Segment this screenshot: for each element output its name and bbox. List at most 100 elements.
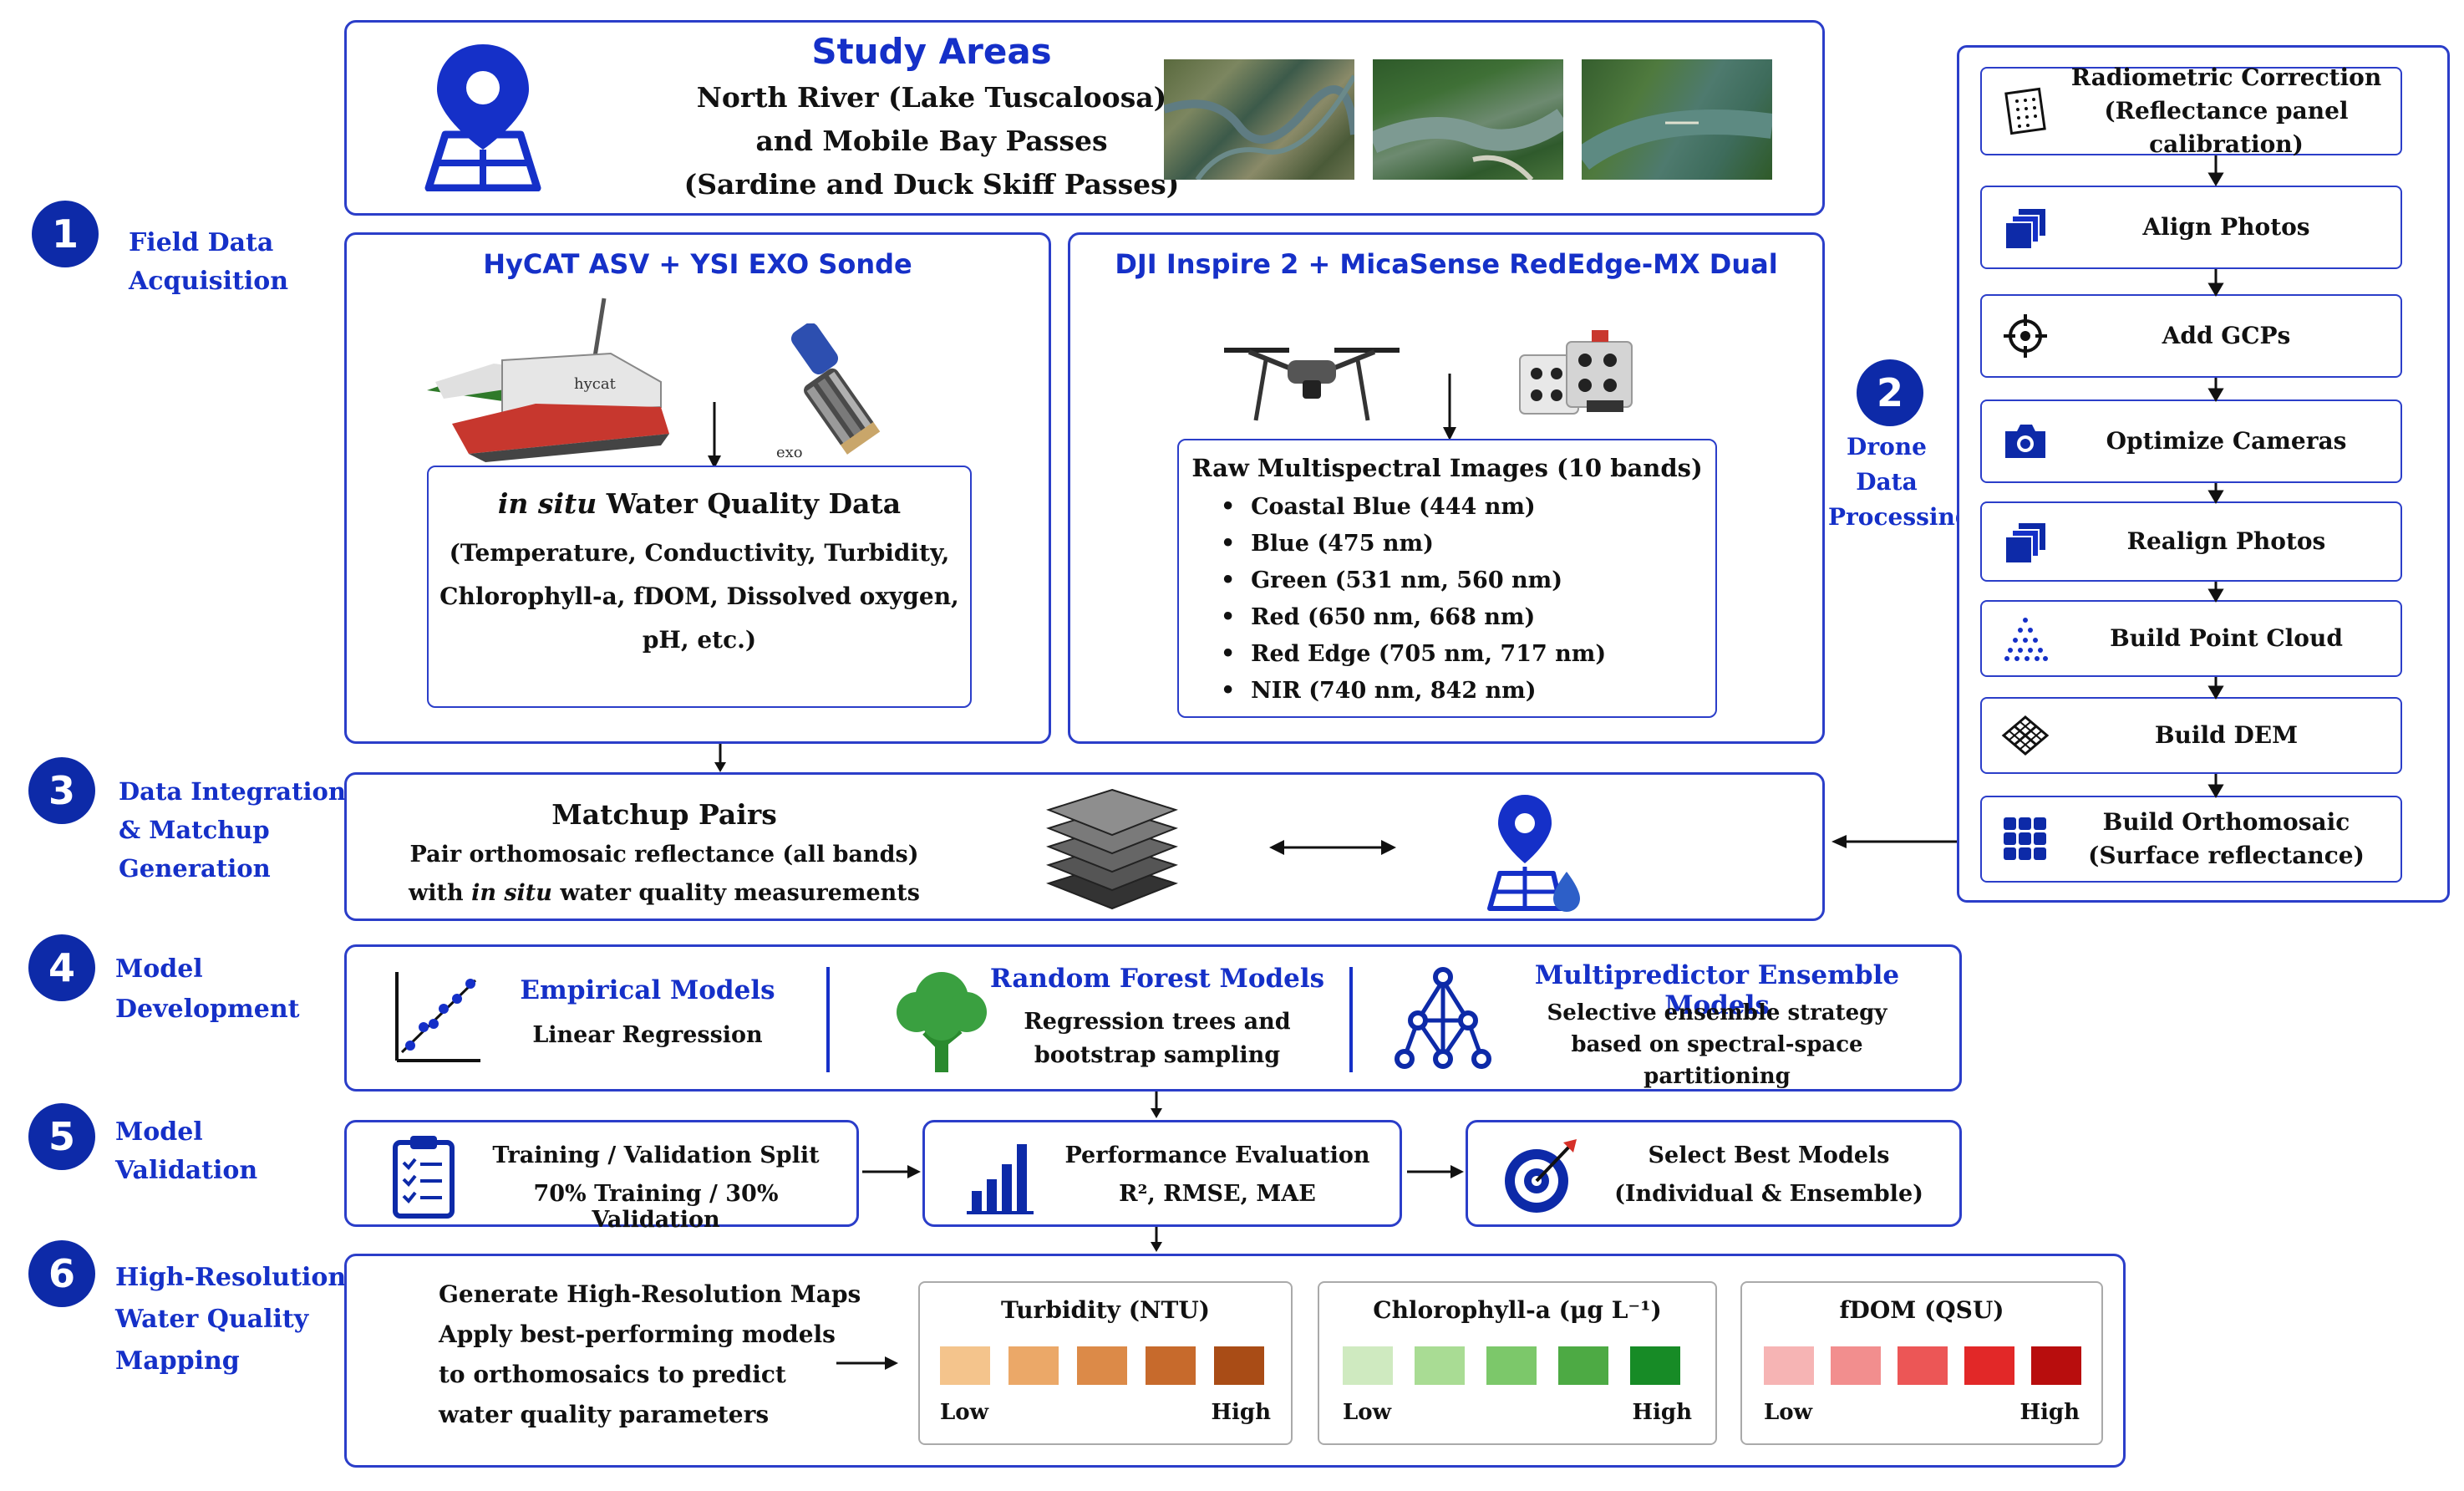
split-ratio: 70% Training / 30% Validation — [533, 1181, 779, 1233]
legend-low: Low — [940, 1400, 989, 1425]
stage-3-badge: 3 — [28, 757, 95, 824]
step-add-gcps: Add GCPs — [1980, 294, 2402, 378]
fdom-legend: fDOM (QSU) Low High — [1740, 1281, 2103, 1445]
crosshair-icon — [2004, 314, 2047, 358]
svg-text:hycat: hycat — [574, 375, 617, 393]
legend-title: fDOM (QSU) — [1839, 1296, 2004, 1324]
double-arrow — [1269, 840, 1396, 855]
random-forest-desc-2: bootstrap sampling — [1034, 1042, 1281, 1068]
best-models-box: Select Best Models (Individual & Ensembl… — [1466, 1120, 1962, 1227]
legend-swatch — [940, 1346, 990, 1385]
satellite-image-2 — [1368, 59, 1570, 182]
hycat-down-arrow — [706, 402, 723, 472]
target-icon — [1505, 1139, 1577, 1213]
step-build-point-cloud: Build Point Cloud — [1980, 600, 2402, 677]
grid-icon — [2004, 817, 2046, 860]
performance-metrics: R², RMSE, MAE — [1119, 1181, 1316, 1207]
model-development-box: Empirical Models Linear Regression Rando… — [344, 944, 1962, 1092]
ensemble-models-title: Multipredictor Ensemble Models — [1534, 960, 1900, 1020]
legend-swatch — [1558, 1346, 1608, 1385]
processing-arrows — [2207, 155, 2224, 798]
performance-box: Performance Evaluation R², RMSE, MAE — [922, 1120, 1402, 1227]
legend-swatch — [1831, 1346, 1881, 1385]
tree-icon — [897, 972, 987, 1072]
micasense-camera-icon — [1519, 330, 1633, 415]
drone-icon — [1224, 348, 1400, 421]
bar-chart-icon — [967, 1144, 1034, 1214]
split-to-perf-arrow — [862, 1165, 921, 1178]
model-divider-1 — [826, 967, 830, 1072]
raw-images-title: Raw Multispectral Images (10 bands) — [1191, 454, 1703, 482]
scatter-regression-icon — [395, 972, 480, 1062]
study-area-line-2: and Mobile Bay Passes — [755, 125, 1108, 157]
step-align-photos: Align Photos — [1980, 186, 2402, 269]
legend-high: High — [1211, 1400, 1271, 1425]
legend-swatch — [1630, 1346, 1680, 1385]
legend-swatch — [1898, 1346, 1948, 1385]
matchup-line-2: with in situ water quality measurements — [409, 880, 920, 906]
exo-sonde-icon: exo — [776, 323, 881, 461]
step-build-orthomosaic: Build Orthomosaic(Surface reflectance) — [1980, 796, 2402, 883]
hycat-title: HyCAT ASV + YSI EXO Sonde — [483, 248, 912, 280]
empirical-models-desc: Linear Regression — [532, 1022, 763, 1048]
random-forest-title: Random Forest Models — [989, 964, 1325, 994]
insitu-data-box: in situ Water Quality Data (Temperature,… — [427, 466, 972, 708]
point-cloud-icon — [2004, 618, 2048, 661]
dji-title: DJI Inspire 2 + MicaSense RedEdge-MX Dua… — [1115, 248, 1778, 280]
photos-icon — [2004, 523, 2045, 564]
empirical-models-title: Empirical Models — [520, 975, 775, 1005]
step-realign-photos: Realign Photos — [1980, 501, 2402, 582]
legend-swatch — [1415, 1346, 1465, 1385]
stage-4-badge: 4 — [28, 934, 95, 1001]
legend-high: High — [2019, 1400, 2080, 1425]
network-icon — [1395, 967, 1491, 1069]
study-area-line-1: North River (Lake Tuscaloosa) — [696, 81, 1167, 114]
study-areas-title: Study Areas — [811, 31, 1052, 72]
band-item: • Red Edge (705 nm, 717 nm) — [1221, 641, 1607, 667]
hycat-box: HyCAT ASV + YSI EXO Sonde hycat exo in s… — [344, 232, 1051, 744]
ensemble-models-desc-2: based on spectral-space — [1571, 1032, 1863, 1057]
matchup-title: Matchup Pairs — [551, 798, 777, 831]
insitu-params-line-1: (Temperature, Conductivity, Turbidity, — [449, 539, 950, 567]
legend-title: Chlorophyll-a (μg L⁻¹) — [1373, 1296, 1662, 1324]
mapping-text: Generate High-Resolution Maps Apply best… — [439, 1280, 861, 1428]
perf-to-best-arrow — [1407, 1165, 1464, 1178]
study-areas-box: Study Areas North River (Lake Tuscaloosa… — [344, 20, 1825, 216]
legend-swatch — [1343, 1346, 1393, 1385]
legend-swatch — [1146, 1346, 1196, 1385]
legend-swatch — [1964, 1346, 2014, 1385]
performance-title: Performance Evaluation — [1064, 1142, 1370, 1168]
study-area-line-3: (Sardine and Duck Skiff Passes) — [683, 168, 1180, 201]
insitu-params-line-3: pH, etc.) — [642, 626, 757, 654]
image-stack-icon — [1046, 788, 1178, 910]
legend-swatch — [1214, 1346, 1264, 1385]
dji-down-arrow — [1441, 374, 1458, 444]
step-build-dem: Build DEM — [1980, 697, 2402, 774]
location-water-icon — [1487, 795, 1580, 912]
stage-5-badge: 5 — [28, 1103, 95, 1170]
stage-1-badge: 1 — [32, 201, 99, 267]
train-split-box: Training / Validation Split 70% Training… — [344, 1120, 859, 1233]
legend-swatch — [1077, 1346, 1127, 1385]
legend-title: Turbidity (NTU) — [1000, 1296, 1211, 1324]
camera-icon — [2005, 425, 2045, 458]
best-models-subtitle: (Individual & Ensemble) — [1614, 1181, 1923, 1207]
legend-swatch — [1764, 1346, 1814, 1385]
dji-box: DJI Inspire 2 + MicaSense RedEdge-MX Dua… — [1068, 232, 1825, 744]
model-divider-2 — [1349, 967, 1353, 1072]
step-optimize-cameras: Optimize Cameras — [1980, 399, 2402, 483]
satellite-image-3 — [1574, 59, 1775, 180]
step-radiometric-correction: Radiometric Correction(Reflectance panel… — [1980, 64, 2402, 158]
insitu-data-title: in situ Water Quality Data — [497, 487, 902, 520]
panel-icon — [2004, 87, 2046, 135]
legend-swatch — [1008, 1346, 1059, 1385]
band-item: • Coastal Blue (444 nm) — [1221, 494, 1536, 520]
best-models-title: Select Best Models — [1648, 1142, 1890, 1168]
band-list: • Coastal Blue (444 nm) • Blue (475 nm) … — [1221, 489, 1606, 710]
legend-swatch — [1486, 1346, 1537, 1385]
